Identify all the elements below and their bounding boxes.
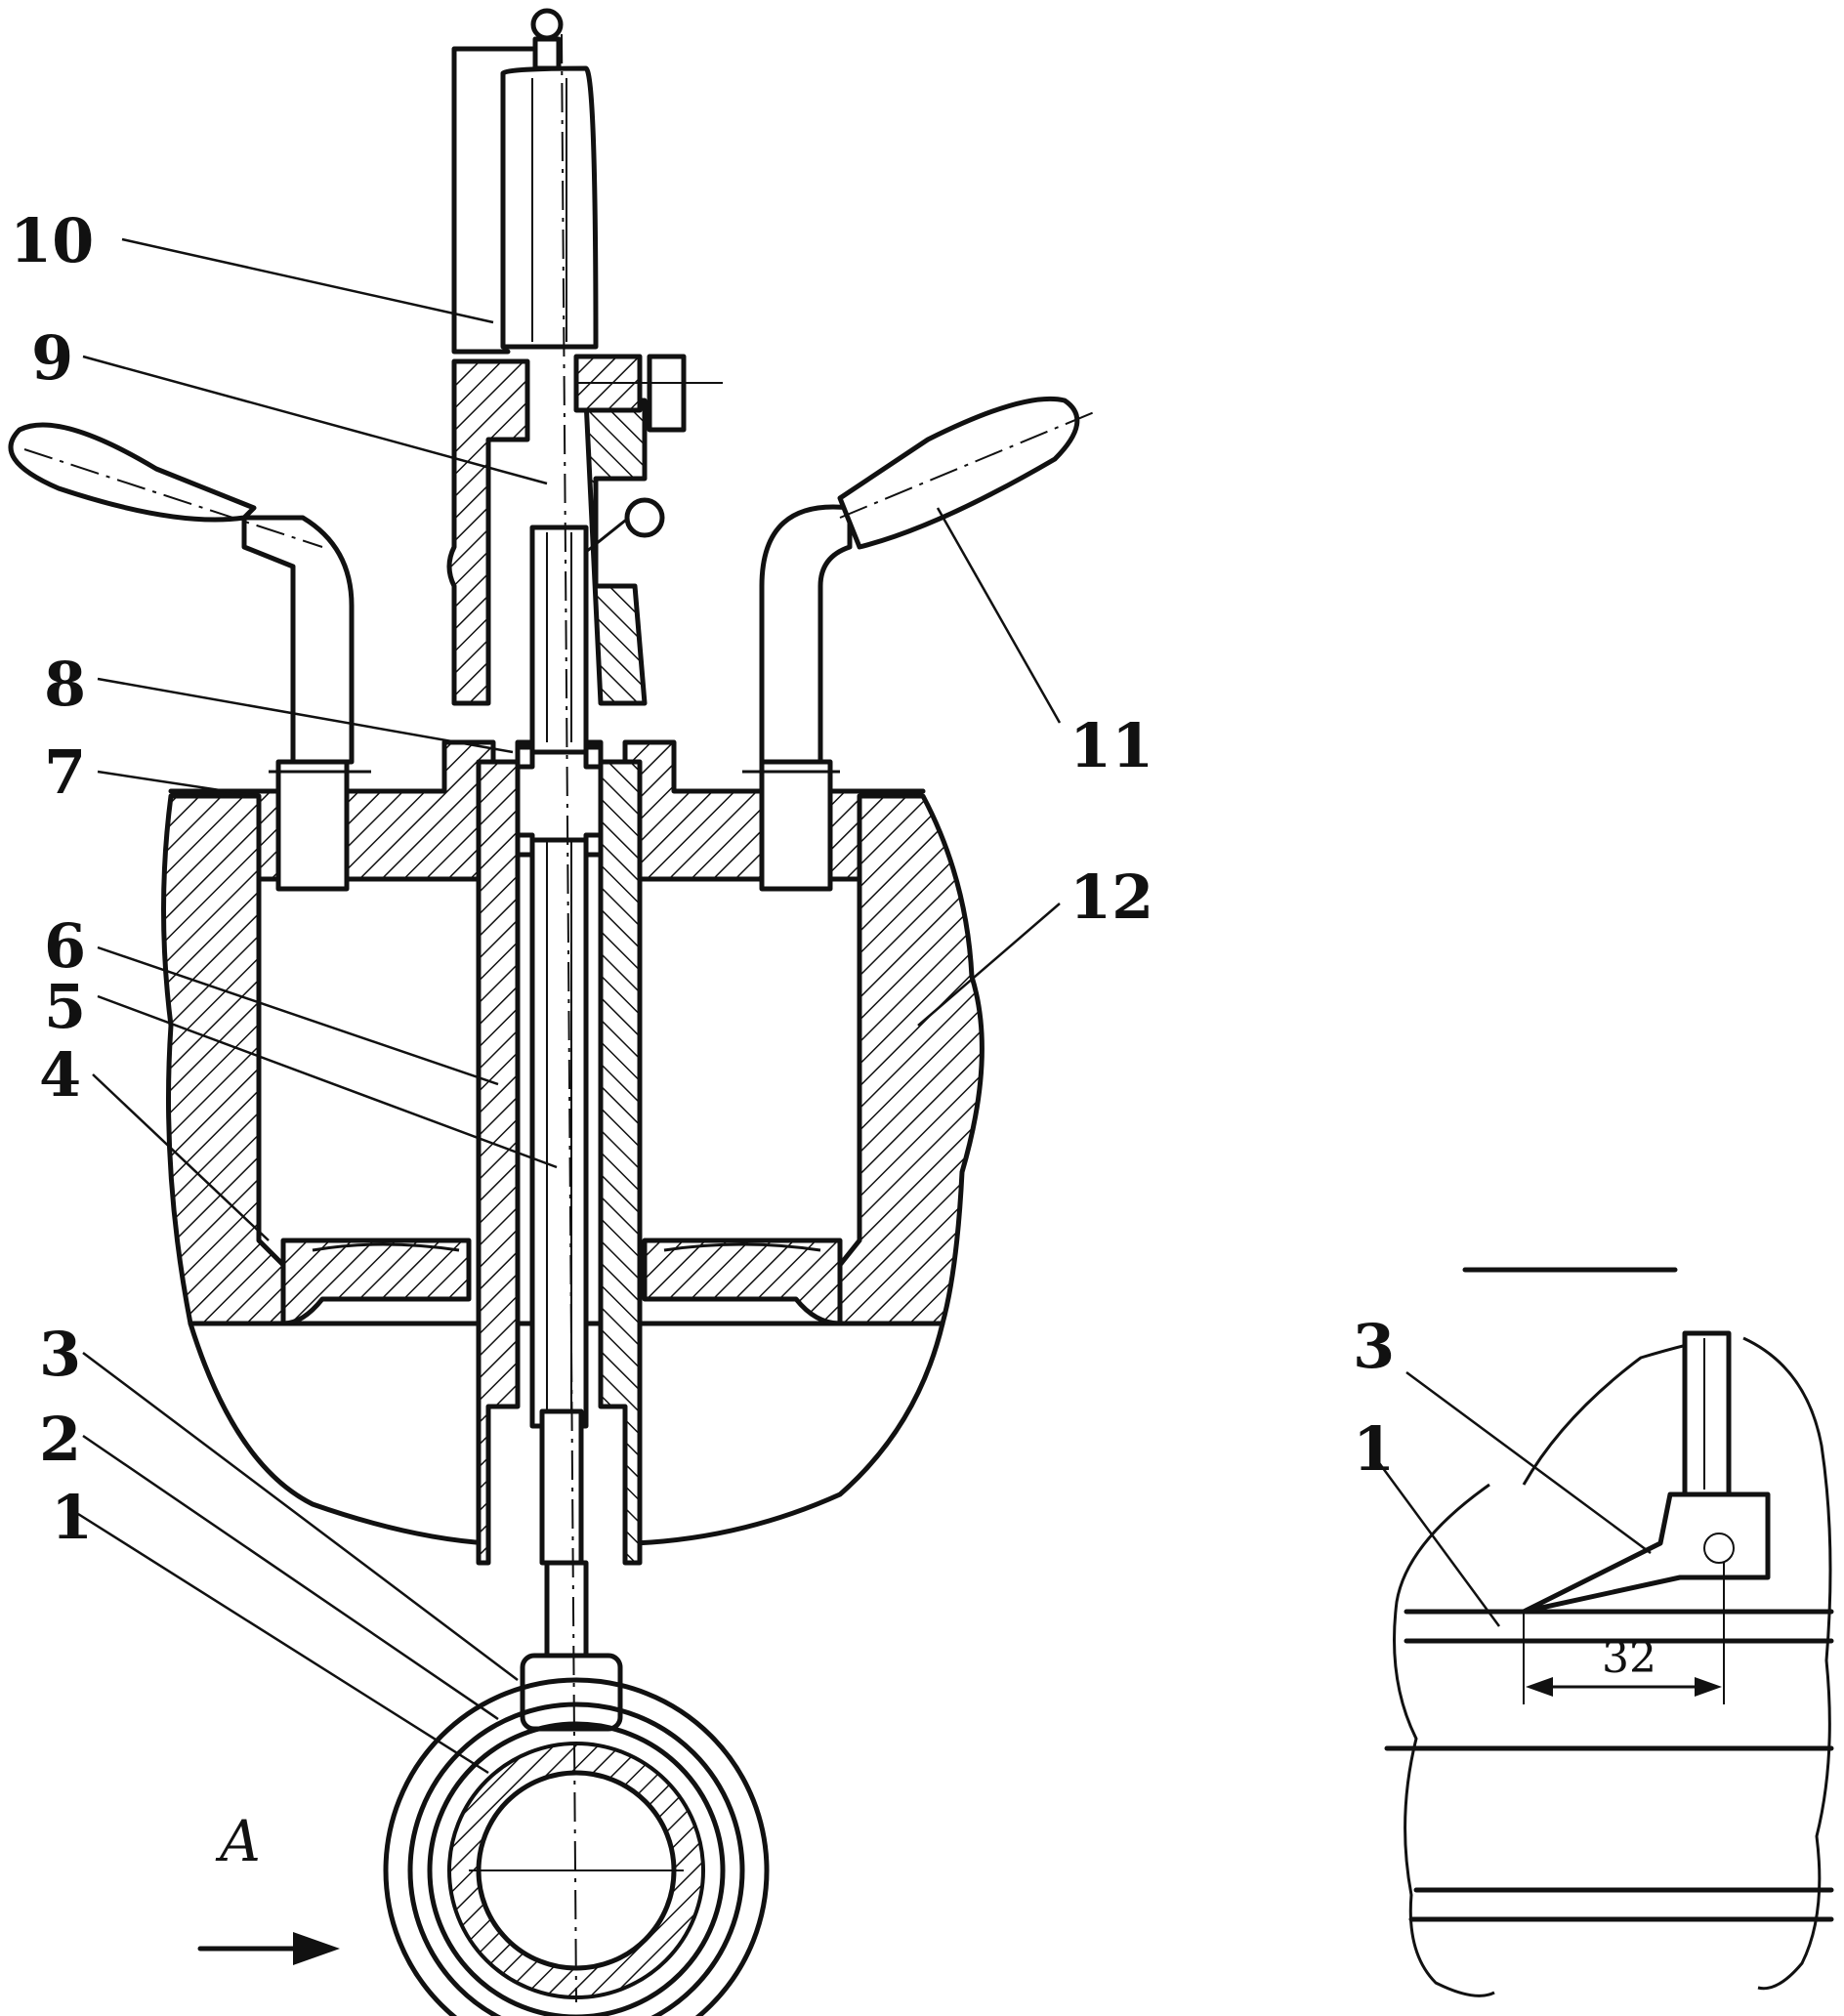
upper-body xyxy=(446,358,530,706)
lower-web-left xyxy=(280,1238,472,1326)
set-screw xyxy=(647,354,687,433)
upper-body-right xyxy=(583,398,648,706)
bearings xyxy=(515,744,604,858)
probe-stem xyxy=(544,1560,589,1663)
view-arrow-a: A xyxy=(197,1808,340,1965)
callout-9: 9 xyxy=(31,322,73,394)
housing-right-wall xyxy=(837,793,985,1326)
detail-post xyxy=(1682,1330,1732,1497)
lower-web-right xyxy=(642,1238,843,1326)
leaders xyxy=(77,237,1062,1775)
sleeve-6 xyxy=(476,759,521,1566)
indicator-10 xyxy=(500,65,599,350)
handle-left xyxy=(241,515,355,765)
workpiece-ring-2 xyxy=(427,1721,726,2016)
shaft-5 xyxy=(529,739,589,1429)
centerline xyxy=(561,33,577,2003)
main-assembly xyxy=(8,8,1100,2016)
callout-5: 5 xyxy=(44,971,86,1042)
callout-10: 10 xyxy=(10,205,94,276)
callout-4: 4 xyxy=(39,1039,81,1111)
detail-view: 32 3 1 xyxy=(1353,1267,1834,1997)
detail-probe xyxy=(1521,1491,1771,1615)
callout-11: 11 xyxy=(1069,710,1153,781)
housing-left-wall xyxy=(161,793,286,1326)
callout-7: 7 xyxy=(44,736,86,808)
callout-2: 2 xyxy=(39,1404,81,1475)
probe-head-3 xyxy=(520,1653,623,1732)
callout-6: 6 xyxy=(44,910,86,982)
callout-1: 1 xyxy=(51,1482,93,1553)
callouts: 10 9 8 7 6 5 4 3 2 1 11 12 xyxy=(10,205,1153,1553)
shaft-lower-plug xyxy=(539,1408,584,1566)
callout-8: 8 xyxy=(44,649,86,720)
workpiece-ring-outer xyxy=(383,1677,770,2016)
handle-right-grip xyxy=(837,396,1080,550)
detail-callout-3: 3 xyxy=(1353,1311,1395,1382)
pin-9-head xyxy=(624,497,665,538)
housing-lower-outline xyxy=(188,1321,945,1546)
handle-left-grip xyxy=(8,422,257,523)
rod-8 xyxy=(529,525,589,755)
view-label-a: A xyxy=(215,1808,261,1874)
sleeve-6-right xyxy=(598,759,643,1566)
callout-3: 3 xyxy=(39,1319,81,1390)
callout-12: 12 xyxy=(1069,861,1153,933)
dimension-32: 32 xyxy=(1602,1633,1656,1683)
handle-right xyxy=(759,504,853,765)
bolt-left xyxy=(275,759,350,892)
bolt-right xyxy=(759,759,833,892)
detail-callout-1: 1 xyxy=(1353,1413,1395,1485)
